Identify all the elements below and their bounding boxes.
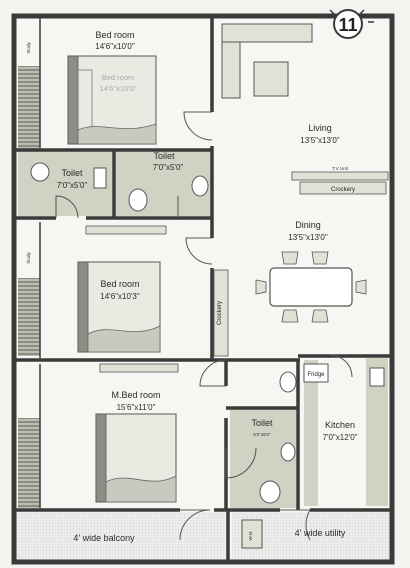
toilet-small: Toilet 5'0"x8'0" [251,371,297,504]
dining-name: Dining [295,220,321,230]
living-name: Living [308,123,332,133]
study-top-label: Study [26,42,31,54]
toilet-left-dim: 7'0"x5'0" [57,181,88,190]
wardrobe-master [99,363,179,373]
kitchen-name: Kitchen [325,420,355,430]
crockery-side [213,269,229,357]
bed-mid [77,261,161,353]
toilet-right-name: Toilet [153,151,175,161]
crockery-top [299,181,387,195]
bed-top-dim: 14'6"x10'0" [100,84,137,93]
toilet-right-basin-icon [191,175,209,197]
balcony-name: 4' wide balcony [73,533,135,543]
bed-master [95,413,177,503]
balcony-floor [16,512,226,562]
toilet-left-wc-icon [30,162,50,182]
bedroom-top-dim: 14'6"x10'0" [95,42,135,51]
toilet-small-shower-icon [280,442,296,462]
tv-unit [291,171,389,181]
master-bedroom-dim: 15'6"x11'0" [117,403,156,412]
study-top-shelf [18,66,40,150]
master-bedroom: M.Bed room 15'6"x11'0" [95,363,179,503]
bedroom-mid-dim: 14'6"x10'3" [100,292,140,301]
fridge [303,363,329,383]
bedroom-mid-name: Bed room [100,279,139,289]
bedroom-top: Bed room 14'6"x10'0" Bed room 14'6"x10'0… [26,30,157,145]
plan-number: 11 [338,15,357,35]
toilet-small-basin-icon [279,371,297,393]
study-mid-shelf [18,278,40,356]
toilet-right: Toilet 7'0"x5'0" [128,151,209,212]
utility-name: 4' wide utility [295,528,346,538]
toilet-small-wc-icon [259,480,281,504]
living: Living 13'5"x13'0" T.V Unit Crockery [221,23,389,195]
toilet-small-name: Toilet [251,418,273,428]
toilet-right-dim: 7'0"x5'0" [153,163,184,172]
toilet-left-name: Toilet [61,168,83,178]
balcony: 4' wide balcony [73,533,135,543]
dining: Dining 13'5"x13'0" Crockery [213,220,367,357]
bed-top [67,55,157,145]
kitchen-counter [366,358,388,506]
bed-top-label: Bed room [102,73,135,82]
study-mid-label: Study [26,252,31,264]
outer-wall [11,13,395,565]
kitchen-sink-icon [369,367,385,387]
kitchen-dim: 7'0"x12'0" [323,433,358,442]
coffee-table [253,61,289,97]
toilet-left: Toilet 7'0"x5'0" [30,162,107,190]
living-dim: 13'5"x13'0" [300,136,340,145]
crockery-side-label: Crockery [217,301,223,325]
toilet-right-wc-icon [128,188,148,212]
dining-table [255,251,367,323]
washing-machine [241,519,263,549]
wardrobe-mid [85,225,167,235]
kitchen-counter-bottom [304,360,318,506]
bedroom-top-name: Bed room [95,30,134,40]
toilet-left-basin-icon [93,167,107,189]
kitchen: Fridge Kitchen 7'0"x12'0" [303,363,385,442]
plan-number-badge: 11 [333,9,363,39]
crockery-top-label: Crockery [331,187,355,193]
master-bedroom-name: M.Bed room [111,390,160,400]
sofa [221,23,313,99]
study-bottom-shelf [18,418,40,508]
tv-unit-label: T.V Unit [332,166,349,171]
toilet-small-dim: 5'0"x8'0" [253,432,271,437]
utility: W.M 4' wide utility [241,519,346,549]
bedroom-mid: Bed room 14'6"x10'3" Study [26,225,167,353]
fridge-label: Fridge [307,372,325,378]
washing-machine-label: W.M [248,531,253,540]
dining-dim: 13'5"x13'0" [288,233,328,242]
